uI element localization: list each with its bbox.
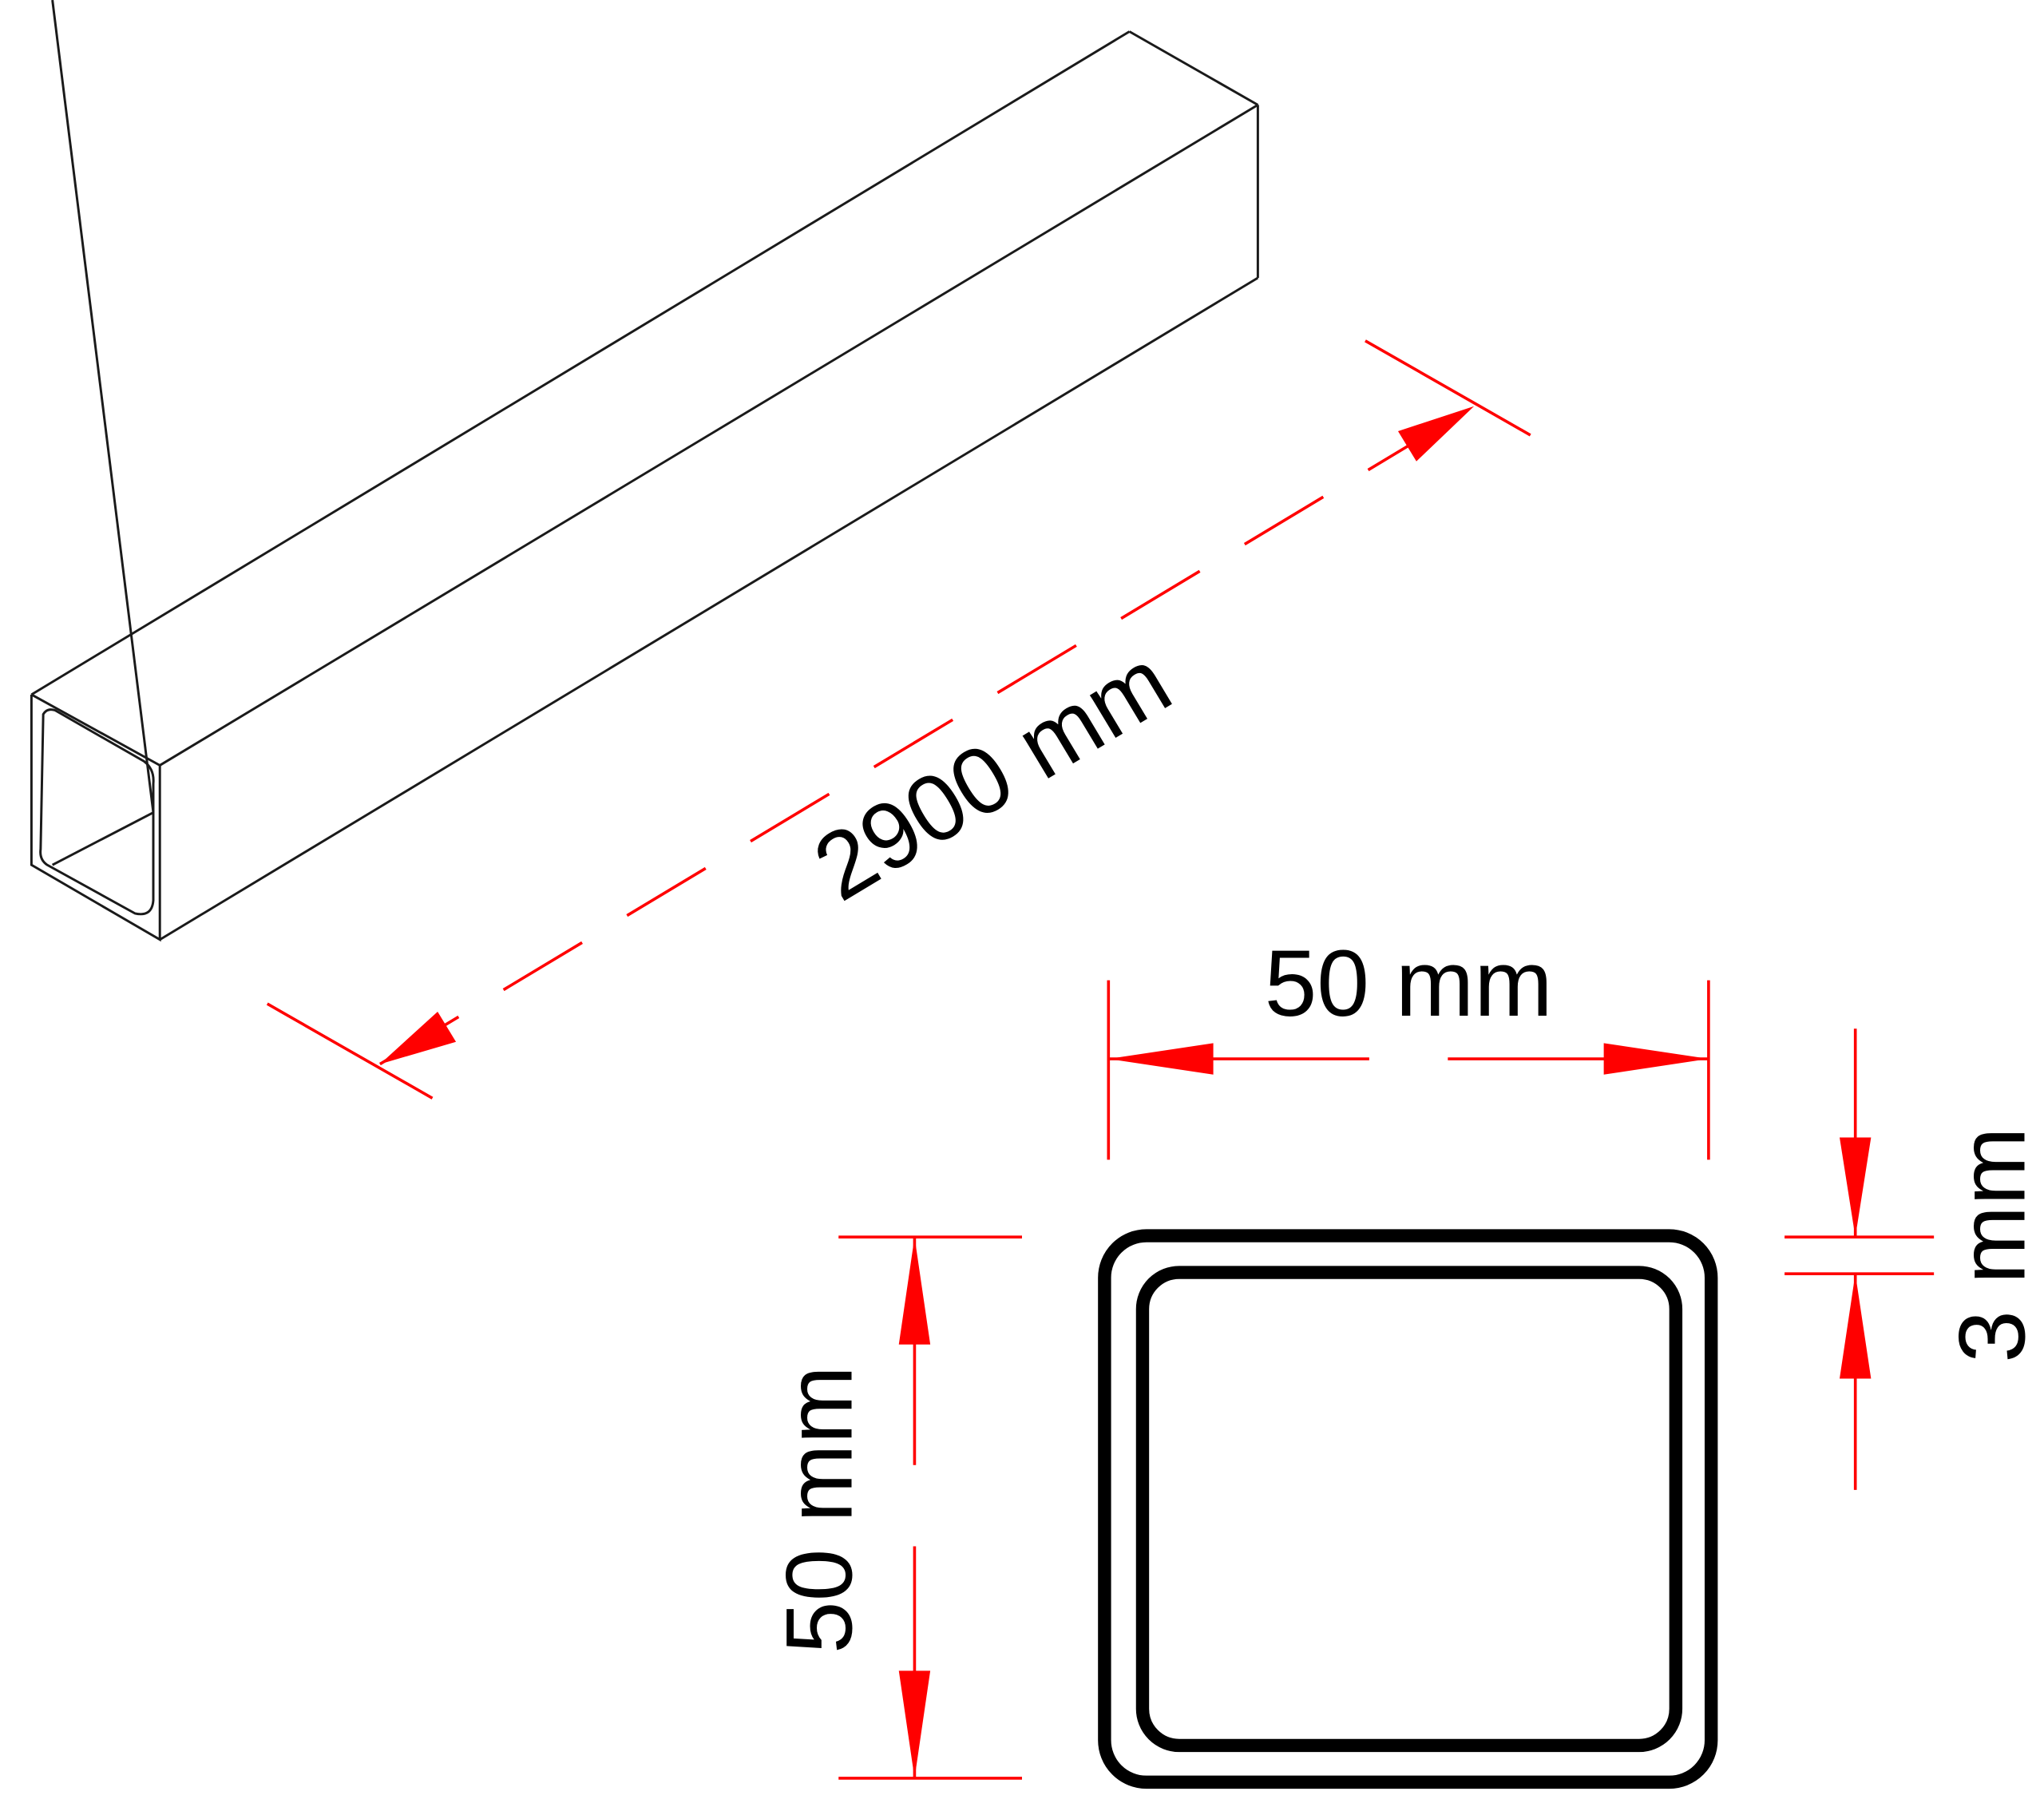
width-dimension: 50 mm xyxy=(1107,931,1710,1160)
arrow-head xyxy=(1840,1137,1872,1238)
arrow-head xyxy=(1397,406,1475,462)
isometric-tube xyxy=(30,0,1259,942)
cross-section xyxy=(1098,1229,1718,1789)
width-label: 50 mm xyxy=(1265,931,1553,1036)
arrow-head xyxy=(1108,1043,1214,1075)
arrow-head xyxy=(379,1011,457,1064)
arrow-head xyxy=(898,1670,931,1778)
arrow-head xyxy=(1603,1043,1709,1075)
arrow-head xyxy=(898,1237,931,1345)
length-label: 2900 mm xyxy=(797,628,1188,921)
thickness-dimension: 3 mm xyxy=(1785,1028,2044,1490)
height-label: 50 mm xyxy=(767,1365,873,1654)
thickness-label: 3 mm xyxy=(1939,1127,2044,1362)
height-dimension: 50 mm xyxy=(767,1235,1022,1780)
arrow-head xyxy=(1840,1274,1872,1379)
